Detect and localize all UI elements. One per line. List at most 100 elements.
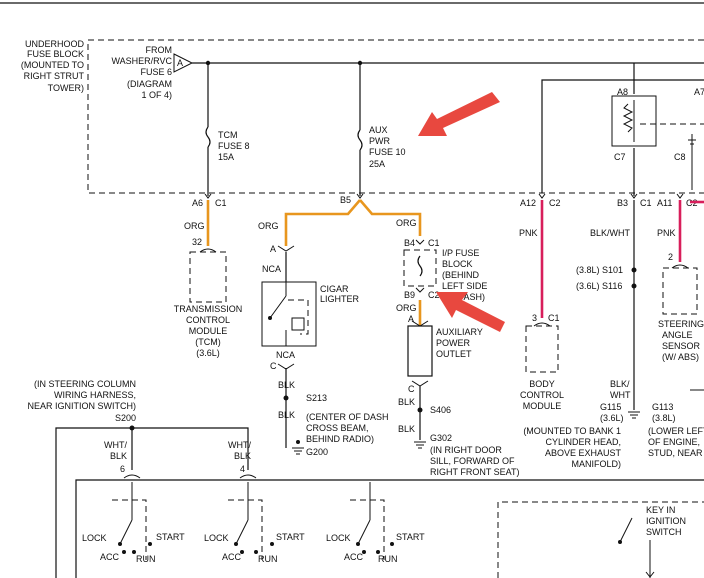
g113-location-note: (LOWER LEFT OF ENGINE, STUD, NEAR xyxy=(648,426,704,458)
svg-text:B9: B9 xyxy=(404,290,415,300)
svg-text:SENSOR: SENSOR xyxy=(662,341,701,351)
ignition-switch-box xyxy=(75,479,704,578)
svg-text:C1: C1 xyxy=(548,313,560,323)
relay-box xyxy=(611,95,657,147)
bcm-label: BODY CONTROL MODULE xyxy=(520,379,564,411)
svg-text:MODULE: MODULE xyxy=(189,326,228,336)
svg-text:AUX: AUX xyxy=(369,125,388,135)
g115-location-note: (MOUNTED TO BANK 1 CYLINDER HEAD, ABOVE … xyxy=(523,426,621,469)
tcm-fuse-label: TCM FUSE 8 15A xyxy=(218,130,250,162)
conn-c8: C8 xyxy=(674,152,686,162)
svg-text:ANGLE: ANGLE xyxy=(662,330,693,340)
conn-a11: A11 xyxy=(657,198,672,208)
tcm-fuse-icon xyxy=(205,126,211,148)
svg-text:BEHIND RADIO): BEHIND RADIO) xyxy=(306,434,374,444)
svg-text:BODY: BODY xyxy=(529,379,555,389)
svg-text:IGNITION: IGNITION xyxy=(646,516,686,526)
svg-text:ACC: ACC xyxy=(344,552,364,562)
conn-b5: B5 xyxy=(340,195,351,205)
svg-text:(LOWER LEFT: (LOWER LEFT xyxy=(648,426,704,436)
svg-text:(BEHIND: (BEHIND xyxy=(442,270,480,280)
source-connector-label: A xyxy=(177,58,183,68)
svg-text:(DIAGRAM: (DIAGRAM xyxy=(127,79,172,89)
svg-text:UNDERHOOD: UNDERHOOD xyxy=(25,39,85,49)
splice-s101 xyxy=(631,267,637,273)
svg-text:25A: 25A xyxy=(369,159,385,169)
bcm-feed-line xyxy=(541,79,704,193)
svg-text:(3.6L): (3.6L) xyxy=(196,348,220,358)
svg-text:CYLINDER HEAD,: CYLINDER HEAD, xyxy=(545,437,621,447)
svg-text:AUXILIARY: AUXILIARY xyxy=(436,327,483,337)
svg-text:RUN: RUN xyxy=(136,554,156,564)
svg-text:1 OF 4): 1 OF 4) xyxy=(141,90,172,100)
svg-text:ORG: ORG xyxy=(396,303,417,313)
pointer-arrow-ip-fuse xyxy=(436,292,505,332)
splice-s116 xyxy=(631,283,637,289)
svg-text:BLOCK: BLOCK xyxy=(442,259,473,269)
svg-text:START: START xyxy=(156,532,185,542)
svg-text:LOCK: LOCK xyxy=(82,533,107,543)
svg-text:BLK/WHT: BLK/WHT xyxy=(590,228,631,238)
conn-c1-tcm: C1 xyxy=(215,198,227,208)
conn-b3: B3 xyxy=(617,198,628,208)
source-label: FROM WASHER/RVC FUSE 6 (DIAGRAM 1 OF 4) xyxy=(111,45,172,100)
steering-sensor-box xyxy=(662,267,698,315)
svg-text:32: 32 xyxy=(192,237,202,247)
ground-g115-icon xyxy=(628,411,640,419)
aux-fuse-icon xyxy=(357,129,363,151)
aux-outlet-box xyxy=(407,325,433,377)
svg-text:WASHER/RVC: WASHER/RVC xyxy=(111,56,172,66)
conn-c7: C7 xyxy=(614,152,626,162)
source-connector-icon xyxy=(173,53,194,73)
svg-text:LOCK: LOCK xyxy=(326,533,351,543)
svg-text:3: 3 xyxy=(532,313,537,323)
svg-text:FUSE 6: FUSE 6 xyxy=(140,67,172,77)
svg-text:LOCK: LOCK xyxy=(204,533,229,543)
svg-text:TOWER): TOWER) xyxy=(48,83,84,93)
svg-text:PWR: PWR xyxy=(369,136,390,146)
svg-text:OUTLET: OUTLET xyxy=(436,349,472,359)
splice-s406 xyxy=(417,407,423,413)
svg-text:RIGHT STRUT: RIGHT STRUT xyxy=(24,71,85,81)
cigar-lighter-label: CIGAR LIGHTER xyxy=(320,284,360,304)
svg-text:S200: S200 xyxy=(115,413,136,423)
ignition-switch-section-2: LOCK ACC START RUN xyxy=(204,482,305,564)
svg-text:ORG: ORG xyxy=(258,221,279,231)
bcm-box xyxy=(525,325,559,373)
svg-text:TCM: TCM xyxy=(218,130,238,140)
svg-text:OF ENGINE,: OF ENGINE, xyxy=(648,437,700,447)
fuse-block-label: UNDERHOOD FUSE BLOCK (MOUNTED TO RIGHT S… xyxy=(21,39,85,93)
conn-c1-b3: C1 xyxy=(640,198,652,208)
svg-text:NCA: NCA xyxy=(262,264,281,274)
svg-text:(3.8L) S101: (3.8L) S101 xyxy=(576,265,623,275)
lighter-element-icon xyxy=(291,317,305,331)
svg-text:WHT/: WHT/ xyxy=(228,440,251,450)
svg-text:ORG: ORG xyxy=(396,218,417,228)
svg-text:STEERING: STEERING xyxy=(658,319,704,329)
svg-text:NEAR IGNITION SWITCH): NEAR IGNITION SWITCH) xyxy=(28,401,137,411)
conn-a8: A8 xyxy=(617,87,628,97)
svg-text:G115: G115 xyxy=(600,402,621,412)
svg-text:A: A xyxy=(408,314,414,324)
svg-text:C1: C1 xyxy=(428,238,440,248)
svg-text:BLK: BLK xyxy=(278,410,295,420)
svg-text:NCA: NCA xyxy=(276,350,295,360)
svg-text:WHT: WHT xyxy=(610,390,631,400)
svg-text:(IN STEERING COLUMN: (IN STEERING COLUMN xyxy=(34,379,136,389)
svg-text:ABOVE EXHAUST: ABOVE EXHAUST xyxy=(545,448,622,458)
svg-text:4: 4 xyxy=(240,464,245,474)
ignition-switch-label: KEY IN IGNITION SWITCH xyxy=(646,505,686,537)
conn-a12: A12 xyxy=(520,198,536,208)
svg-text:(3.8L): (3.8L) xyxy=(652,413,676,423)
svg-text:WHT/: WHT/ xyxy=(104,440,127,450)
ground-g200-icon xyxy=(292,447,304,455)
svg-text:BLK: BLK xyxy=(234,451,251,461)
conn-c2-bcm: C2 xyxy=(549,198,561,208)
svg-text:LIGHTER: LIGHTER xyxy=(320,294,360,304)
svg-text:CROSS BEAM,: CROSS BEAM, xyxy=(306,423,369,433)
svg-text:C: C xyxy=(408,384,415,394)
ground-g302-icon xyxy=(414,441,426,449)
svg-text:(MOUNTED TO BANK 1: (MOUNTED TO BANK 1 xyxy=(523,426,621,436)
